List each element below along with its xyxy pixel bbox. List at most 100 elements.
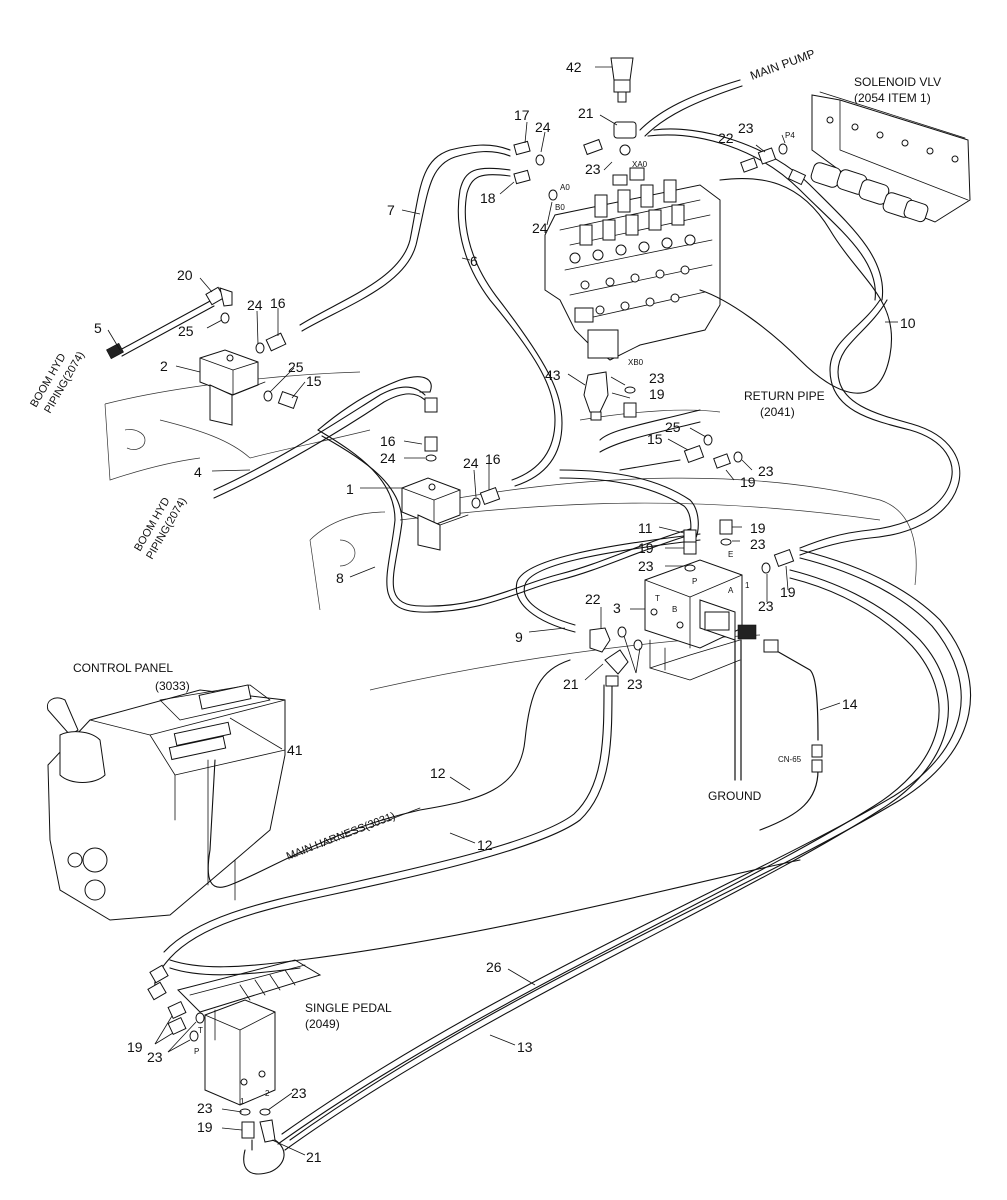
callout-14: 14 (842, 696, 858, 712)
callout-8: 8 (336, 570, 344, 586)
control-panel-console (46, 684, 286, 921)
solenoid-ref-label: (2054 ITEM 1) (854, 91, 931, 105)
fitting-22-23-solenoid (740, 143, 807, 186)
callout-18: 18 (480, 190, 496, 206)
callout-43: 43 (545, 367, 561, 383)
callout-21: 21 (306, 1149, 322, 1165)
callout-25: 25 (665, 419, 681, 435)
fitting-22-21-block-3 (589, 626, 643, 687)
callout-22: 22 (585, 591, 601, 607)
fitting-20 (205, 286, 233, 307)
solenoid-title-label: SOLENOID VLV (854, 75, 941, 89)
single-pedal-ref-label: (2049) (305, 1017, 340, 1031)
callout-20: 20 (177, 267, 193, 283)
callout-16: 16 (270, 295, 286, 311)
pipe-9 (515, 533, 701, 633)
callout-23: 23 (197, 1100, 213, 1116)
cn65-label: CN-65 (778, 755, 802, 764)
callout-25: 25 (288, 359, 304, 375)
callout-10: 10 (900, 315, 916, 331)
callout-13: 13 (517, 1039, 533, 1055)
callout-24: 24 (532, 220, 548, 236)
port-xb0: XB0 (628, 358, 644, 367)
callout-24: 24 (247, 297, 263, 313)
pipe-7 (299, 144, 511, 332)
main-control-valve (544, 167, 721, 361)
pipe-26-and-13 (169, 549, 971, 1151)
callout-11: 11 (638, 520, 653, 536)
callout-24: 24 (463, 455, 479, 471)
main-harness-wire (207, 759, 421, 886)
fitting-21-top (613, 121, 637, 156)
callout-25: 25 (178, 323, 194, 339)
single-pedal-title-label: SINGLE PEDAL (305, 1001, 392, 1015)
fitting-pedal (167, 1000, 276, 1143)
port-t: T (655, 594, 660, 603)
port-pedal-2: 2 (265, 1089, 270, 1098)
port-1: 1 (745, 581, 750, 590)
callout-9: 9 (515, 629, 523, 645)
callout-23: 23 (758, 463, 774, 479)
port-pedal-t: T (198, 1026, 203, 1035)
fitting-25-16-24 (220, 312, 501, 509)
callout-23: 23 (147, 1049, 163, 1065)
pipe-main-pump (639, 79, 743, 137)
valve-block-1 (401, 477, 469, 551)
callout-41: 41 (287, 742, 303, 758)
callout-23: 23 (638, 558, 654, 574)
callout-2: 2 (160, 358, 168, 374)
port-e: E (728, 550, 733, 559)
callout-23: 23 (291, 1085, 307, 1101)
solenoid-valve (810, 91, 971, 223)
fitting-42 (610, 57, 634, 103)
port-pedal-p: P (194, 1047, 199, 1056)
fitting-19-23-block-3 (623, 386, 795, 574)
pipe-12 (154, 659, 613, 996)
callout-16: 16 (485, 451, 501, 467)
port-b: B (672, 605, 677, 614)
pedal-outlet-pipes (243, 1139, 285, 1175)
single-pedal-assembly (177, 959, 322, 1106)
fitting-11 (683, 529, 697, 543)
pipe-11-assembly (559, 459, 699, 541)
callout-15: 15 (647, 431, 663, 447)
callout-24: 24 (380, 450, 396, 466)
port-pedal-1: 1 (240, 1097, 245, 1106)
pipe-4 (213, 386, 426, 499)
port-p4: P4 (785, 131, 795, 140)
callout-21: 21 (563, 676, 579, 692)
pipe-8 (317, 376, 691, 613)
callout-19: 19 (127, 1039, 143, 1055)
callout-numbers: 42 21 17 24 23 22 23 18 24 7 6 10 20 5 2… (94, 59, 916, 1165)
fitting-top-leftpanel (147, 964, 169, 1001)
pipe-5 (106, 299, 215, 360)
port-b0: B0 (555, 203, 565, 212)
callout-12: 12 (430, 765, 446, 781)
callout-26: 26 (486, 959, 502, 975)
callout-23: 23 (750, 536, 766, 552)
callout-23: 23 (649, 370, 665, 386)
port-xa0: XA0 (632, 160, 648, 169)
fitting-43 (583, 371, 609, 421)
callout-21: 21 (578, 105, 594, 121)
pipe-return (599, 409, 701, 453)
callout-7: 7 (387, 202, 395, 218)
leader-lines (107, 66, 898, 1156)
callout-22: 22 (718, 130, 734, 146)
port-a0: A0 (560, 183, 570, 192)
return-pipe-title-label: RETURN PIPE (744, 389, 825, 403)
callout-3: 3 (613, 600, 621, 616)
main-harness-label: MAIN HARNESS(3031) (285, 810, 397, 863)
wire-harness-14 (759, 639, 823, 831)
callout-12: 12 (477, 837, 493, 853)
ground-label: GROUND (708, 789, 762, 803)
callout-19: 19 (197, 1119, 213, 1135)
main-pump-label: MAIN PUMP (748, 46, 817, 82)
callout-6: 6 (470, 253, 478, 269)
callout-19: 19 (740, 474, 756, 490)
port-labels: P4 XA0 A0 B0 XB0 T P B A E 1 T P 1 2 (194, 131, 795, 1106)
callout-23: 23 (627, 676, 643, 692)
control-panel-ref-label: (3033) (155, 679, 190, 693)
callout-23: 23 (585, 161, 601, 177)
pipe-6 (457, 167, 563, 487)
